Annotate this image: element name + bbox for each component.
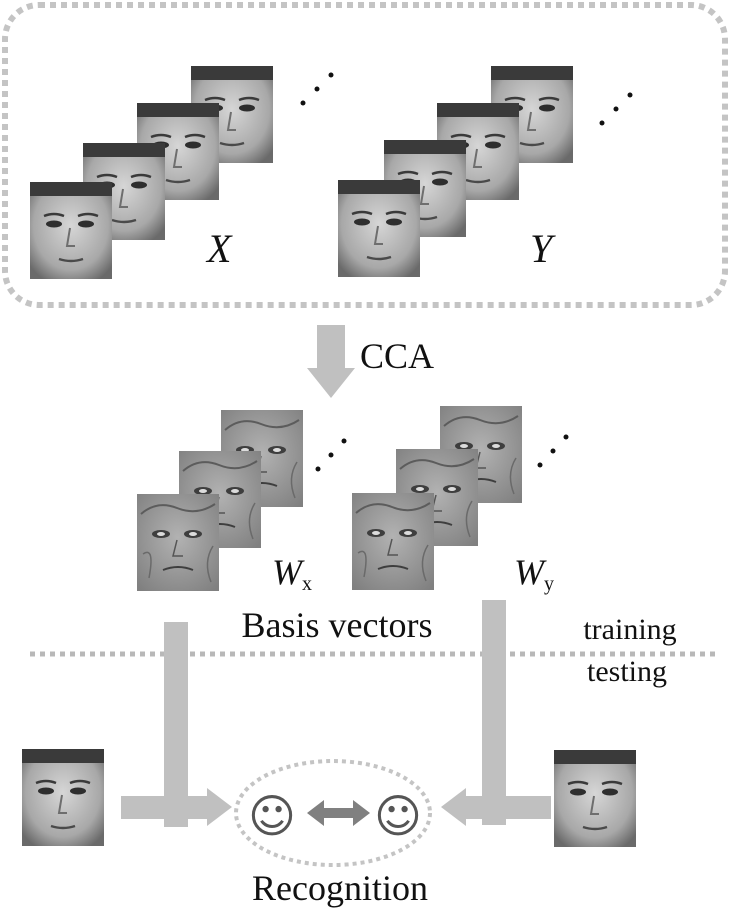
cca-arrow-icon <box>307 325 355 398</box>
cca-label: CCA <box>360 336 434 376</box>
ellipsis-basis-y <box>537 434 569 468</box>
basis-image-y-1 <box>351 492 435 591</box>
set-y-label: Y <box>530 226 556 271</box>
ellipsis-x <box>300 72 334 106</box>
test-face-right <box>552 748 638 849</box>
basis-y-subscript: y <box>544 573 554 595</box>
ellipsis-basis-x <box>315 438 347 472</box>
right-projection-arrow <box>441 600 551 826</box>
left-projection-arrow <box>121 622 232 827</box>
basis-y-main: W <box>514 552 547 592</box>
face-image-x-1 <box>28 180 114 281</box>
basis-x-main: W <box>272 552 305 592</box>
training-label: training <box>583 613 676 646</box>
set-x-label: X <box>205 226 233 271</box>
double-arrow-icon <box>307 800 370 826</box>
basis-image-x-1 <box>136 493 220 592</box>
recognition-ellipse <box>234 759 432 867</box>
basis-vectors-caption: Basis vectors <box>242 605 433 645</box>
basis-set-y <box>351 405 523 591</box>
ellipsis-y <box>599 92 633 126</box>
basis-y-label: Wy <box>514 552 554 595</box>
smiley-left-icon: ☺ <box>248 789 296 843</box>
recognition-label: Recognition <box>252 868 428 908</box>
image-set-x <box>28 64 275 281</box>
face-image-y-1 <box>336 178 422 279</box>
testing-label: testing <box>587 655 667 688</box>
test-face-left <box>20 747 106 848</box>
basis-x-label: Wx <box>272 552 312 595</box>
basis-x-subscript: x <box>302 573 312 595</box>
smiley-right-icon: ☺ <box>374 789 422 843</box>
